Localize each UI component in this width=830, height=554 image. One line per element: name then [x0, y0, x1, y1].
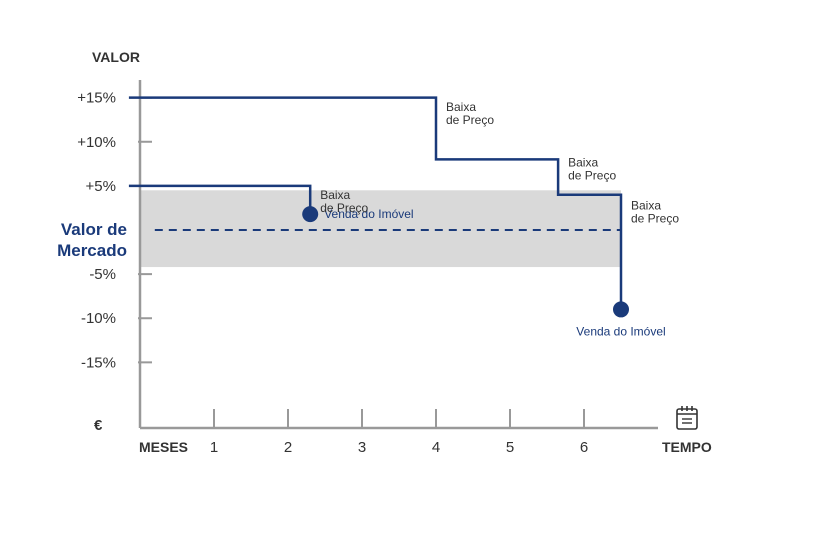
sale-point-marker: [302, 206, 319, 223]
x-ticks: 1 2 3 4 5 6: [210, 409, 588, 456]
y-axis-title: VALOR: [92, 49, 140, 65]
market-value-band: [140, 190, 621, 268]
x-tick-label: 4: [432, 439, 440, 456]
price-drop-note-line1: Baixa: [320, 188, 350, 202]
sale-label: Venda do Imóvel: [324, 207, 413, 221]
x-axis-title: TEMPO: [662, 439, 712, 455]
x-tick-label: 6: [580, 439, 588, 456]
sale-label: Venda do Imóvel: [576, 324, 665, 338]
y-tick-label: +15%: [77, 90, 116, 107]
market-band-layer: [140, 190, 621, 268]
y-tick-label: -10%: [81, 310, 116, 327]
sale-point-marker: [613, 301, 629, 318]
x-tick-label: 2: [284, 439, 292, 456]
price-drop-note-line2: de Preço: [631, 212, 679, 226]
currency-symbol: €: [94, 417, 103, 434]
price-drop-note-line1: Baixa: [568, 155, 598, 169]
x-tick-label: 5: [506, 439, 514, 456]
y-tick-label: -15%: [81, 354, 116, 371]
y-tick-label: -5%: [89, 266, 116, 283]
series-line-0: [128, 96, 623, 310]
y-ticks: +15% +10% +5% -5% -10% -15%: [77, 90, 152, 371]
price-drop-note-line1: Baixa: [631, 199, 661, 213]
series-line-1: [128, 184, 312, 215]
axes: [138, 80, 658, 430]
market-value-label-line1: Valor de: [61, 220, 127, 239]
market-value-label-line2: Mercado: [57, 241, 127, 260]
price-drop-note-line2: de Preço: [568, 168, 616, 182]
x-tick-label: 3: [358, 439, 366, 456]
y-tick-label: +10%: [77, 134, 116, 151]
calendar-icon: [676, 406, 698, 430]
price-drop-note-line1: Baixa: [446, 100, 476, 114]
price-drop-note-line2: de Preço: [446, 113, 494, 127]
series-layer: [128, 96, 629, 318]
x-origin-label: MESES: [139, 439, 188, 455]
x-tick-label: 1: [210, 439, 218, 456]
price-drop-note-line2: de Preço: [320, 201, 368, 215]
y-tick-label: +5%: [86, 178, 116, 195]
